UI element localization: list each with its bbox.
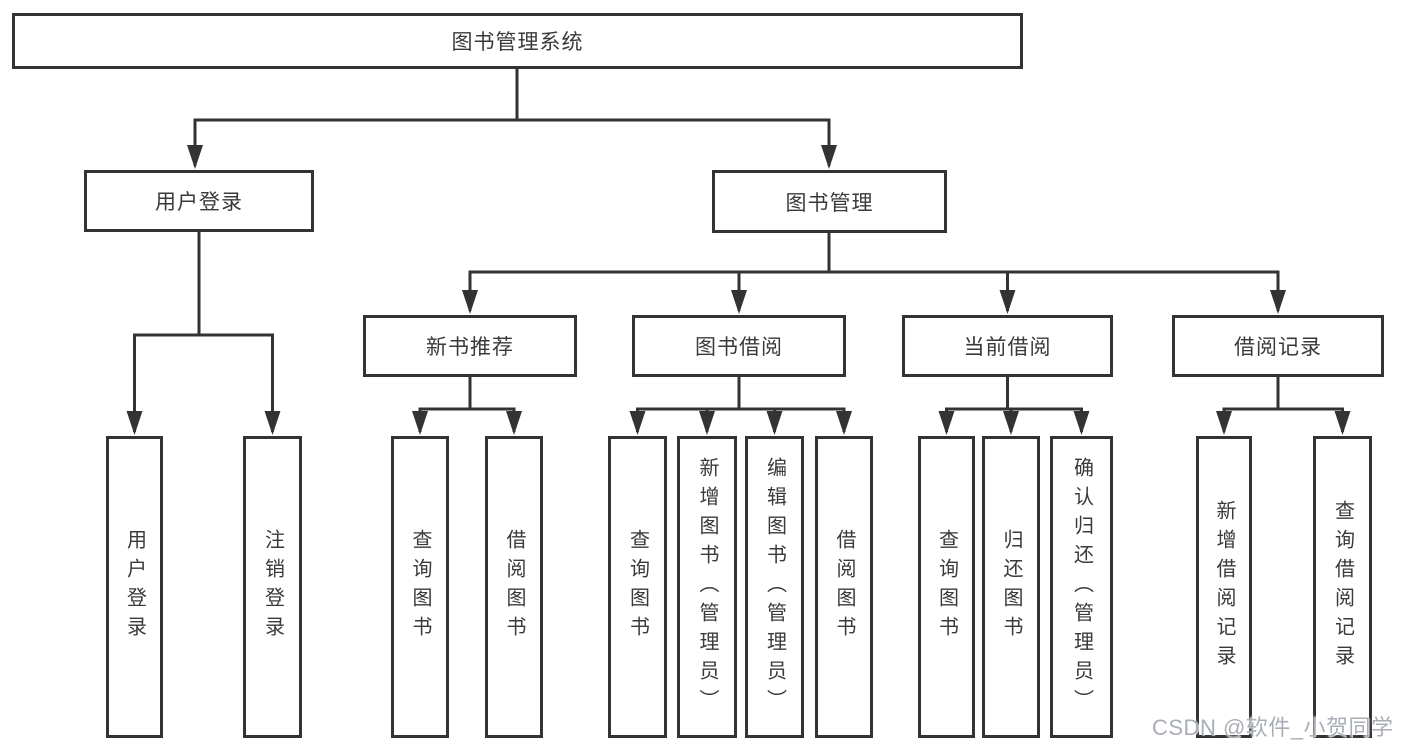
node-new-book-recommendation-label: 新书推荐 (426, 336, 514, 359)
node-book-borrowing-label: 图书借阅 (695, 336, 783, 359)
leaf-query-books-recommend: 查询图书 (391, 436, 449, 738)
leaf-add-book-admin: 新增图书（管理员） (677, 436, 737, 738)
leaf-borrow-books-recommend: 借阅图书 (485, 436, 543, 738)
node-borrowing-records-label: 借阅记录 (1234, 336, 1322, 359)
leaf-query-books-current: 查询图书 (918, 436, 975, 738)
leaf-query-books-borrowing-label: 查询图书 (626, 529, 649, 645)
leaf-return-books-label: 归还图书 (1000, 529, 1022, 645)
node-book-management: 图书管理 (712, 170, 947, 233)
leaf-query-books-recommend-label: 查询图书 (409, 529, 431, 645)
leaf-borrow-books: 借阅图书 (815, 436, 873, 738)
node-new-book-recommendation: 新书推荐 (363, 315, 577, 377)
leaf-borrow-books-label: 借阅图书 (833, 529, 855, 645)
leaf-query-borrow-record-label: 查询借阅记录 (1331, 500, 1354, 674)
leaf-add-borrow-record-label: 新增借阅记录 (1213, 500, 1235, 674)
node-book-management-label: 图书管理 (785, 191, 874, 215)
node-root: 图书管理系统 (12, 13, 1023, 69)
node-book-borrowing: 图书借阅 (632, 315, 846, 377)
leaf-confirm-return-admin: 确认归还（管理员） (1050, 436, 1113, 738)
leaf-edit-book-admin: 编辑图书（管理员） (745, 436, 804, 738)
node-user-login-label: 用户登录 (155, 191, 243, 214)
leaf-query-books-current-label: 查询图书 (935, 529, 958, 645)
leaf-add-borrow-record: 新增借阅记录 (1196, 436, 1252, 738)
leaf-confirm-return-admin-label: 确认归还（管理员） (1070, 456, 1093, 718)
leaf-borrow-books-recommend-label: 借阅图书 (503, 529, 525, 645)
node-user-login: 用户登录 (84, 170, 314, 232)
node-current-borrowing-label: 当前借阅 (963, 336, 1052, 359)
leaf-query-borrow-record: 查询借阅记录 (1313, 436, 1372, 738)
leaf-logout-label: 注销登录 (261, 529, 284, 645)
leaf-user-login: 用户登录 (106, 436, 163, 738)
leaf-user-login-label: 用户登录 (123, 529, 146, 645)
leaf-edit-book-admin-label: 编辑图书（管理员） (763, 456, 786, 718)
node-borrowing-records: 借阅记录 (1172, 315, 1384, 377)
leaf-add-book-admin-label: 新增图书（管理员） (696, 456, 718, 718)
leaf-return-books: 归还图书 (982, 436, 1040, 738)
node-current-borrowing: 当前借阅 (902, 315, 1113, 377)
node-root-label: 图书管理系统 (451, 31, 584, 54)
leaf-logout: 注销登录 (243, 436, 302, 738)
leaf-query-books-borrowing: 查询图书 (608, 436, 667, 738)
